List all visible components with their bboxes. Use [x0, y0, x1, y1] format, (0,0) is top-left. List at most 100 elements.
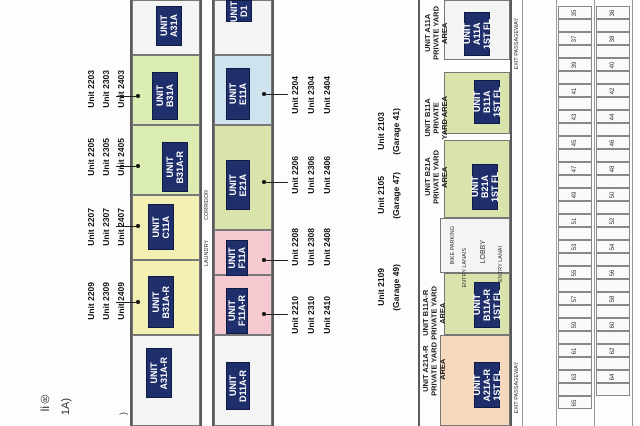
unit-list-2208-line-2: Unit 2308: [306, 228, 316, 266]
unit-e21a-box[interactable]: UNIT E21A: [226, 160, 250, 210]
unit-a31a-box[interactable]: UNIT A31A: [156, 6, 182, 46]
unit-b11a-r-box[interactable]: UNIT B11A-R 1ST FL: [472, 282, 502, 328]
parking-stall: [558, 201, 592, 214]
parking-stall: [558, 279, 592, 292]
parking-stall: 65: [558, 396, 592, 409]
unit-list-2203-line-3: Unit 2403: [116, 70, 126, 108]
room: [214, 0, 272, 55]
parking-stall-number: 50: [610, 191, 616, 198]
unit-list-2105-line-1: Unit 2105: [376, 176, 386, 214]
parking-stall: 54: [596, 240, 630, 253]
unit-d1-box[interactable]: UNIT D1: [226, 0, 252, 22]
unit-list-2205-line-2: Unit 2305: [101, 138, 111, 176]
unit-list-2109-line-1: Unit 2109: [376, 268, 386, 306]
unit-list-2203-line-2: Unit 2303: [101, 70, 111, 108]
parking-stall: [558, 45, 592, 58]
unit-a21a-r-box[interactable]: UNIT A21A-R 1ST FL: [472, 362, 502, 408]
leader-line: [266, 94, 288, 95]
parking-stall: [596, 227, 630, 240]
unit-b31a-box[interactable]: UNIT B31A: [152, 72, 178, 120]
unit-list-2204-line-2: Unit 2304: [306, 76, 316, 114]
parking-stall: [558, 123, 592, 136]
b11a-r-yard-label: UNIT B11A-R PRIVATE YARD AREA: [421, 286, 447, 340]
parking-stall: 40: [596, 58, 630, 71]
parking-stall: [596, 45, 630, 58]
wall: [272, 0, 274, 426]
unit-f11a-box[interactable]: UNIT F11A: [226, 240, 248, 276]
wall: [212, 0, 214, 426]
parking-stall-number: 48: [610, 165, 616, 172]
parking-stall: 60: [596, 318, 630, 331]
parking-stall-number: 62: [610, 347, 616, 354]
parking-stall: 44: [596, 110, 630, 123]
grid-line: [522, 0, 523, 426]
unit-e11a-box[interactable]: UNIT E11A: [226, 68, 250, 120]
unit-list-2206-line-1: Unit 2206: [290, 156, 300, 194]
a21a-r-yard-label: UNIT A21A-R PRIVATE YARD AREA: [421, 342, 447, 396]
unit-marker-dot: [262, 258, 266, 262]
leader-line: [116, 302, 136, 303]
parking-stall-number: 53: [572, 243, 578, 250]
parking-stall-number: 54: [610, 243, 616, 250]
unit-marker-dot: [136, 300, 140, 304]
unit-b21a-box[interactable]: UNIT B21A 1ST FL: [470, 164, 500, 210]
parking-stall: 50: [596, 188, 630, 201]
unit-list-2103-line-1: Unit 2103: [376, 112, 386, 150]
parking-stall-number: 63: [572, 373, 578, 380]
parking-stall: 46: [596, 136, 630, 149]
parking-stall-number: 59: [572, 321, 578, 328]
parking-stall: 35: [558, 6, 592, 19]
parking-stall: [596, 331, 630, 344]
parking-stall-number: 55: [572, 269, 578, 276]
ground-floor-plan: UNIT A11A 1ST FL UNIT B11A 1ST FL UNIT B…: [410, 0, 640, 426]
unit-b31a-r-top-box[interactable]: UNIT B31A-R: [162, 142, 188, 192]
unit-marker-dot: [136, 94, 140, 98]
unit-marker-dot: [262, 92, 266, 96]
parking-stall: 49: [558, 188, 592, 201]
parking-stall: [596, 71, 630, 84]
unit-list-2207-line-2: Unit 2307: [101, 208, 111, 246]
parking-stall-number: 57: [572, 295, 578, 302]
leader-line: [116, 96, 136, 97]
parking-stall: 43: [558, 110, 592, 123]
leader-line: [116, 166, 136, 167]
unit-d11a-r-box[interactable]: UNIT D11A-R: [226, 362, 250, 410]
entry-lanais-label: ENTRY LANAIS: [462, 248, 468, 288]
unit-b11a-box[interactable]: UNIT B11A 1ST FL: [472, 80, 502, 124]
grid-line: [556, 0, 557, 426]
exit-passageway-bottom-label: EXIT PASSAGEWAY: [514, 362, 520, 414]
parking-stall: [596, 149, 630, 162]
parking-stall: 59: [558, 318, 592, 331]
parking-stall-number: 39: [572, 61, 578, 68]
unit-marker-dot: [136, 164, 140, 168]
parking-stall-number: 38: [610, 35, 616, 42]
bike-parking-label: BIKE PARKING: [450, 226, 456, 265]
unit-list-2210-line-1: Unit 2210: [290, 296, 300, 334]
parking-stall: 38: [596, 32, 630, 45]
parking-stall: [558, 71, 592, 84]
wall: [418, 0, 420, 426]
parking-stall-number: 43: [572, 113, 578, 120]
document-title-fragment: li®: [38, 392, 52, 412]
unit-b31a-r-box[interactable]: UNIT B31A-R: [148, 276, 174, 328]
unit-list-2207-line-1: Unit 2207: [86, 208, 96, 246]
unit-c11a-box[interactable]: UNIT C11A: [148, 204, 174, 250]
unit-list-2204-line-1: Unit 2204: [290, 76, 300, 114]
parking-stall: [558, 331, 592, 344]
wall: [200, 0, 202, 426]
unit-a11a-box[interactable]: UNIT A11A 1ST FL: [462, 12, 492, 56]
b11a-yard-label: UNIT B11A PRIVATE YARD AREA: [423, 96, 449, 140]
unit-list-2208-line-3: Unit 2408: [322, 228, 332, 266]
parking-stall: 39: [558, 58, 592, 71]
parking-stall: 37: [558, 32, 592, 45]
leader-line: [266, 260, 288, 261]
unit-a31a-r-box[interactable]: UNIT A31A-R: [146, 348, 172, 398]
parking-stall-number: 58: [610, 295, 616, 302]
unit-list-2205-line-1: Unit 2205: [86, 138, 96, 176]
unit-f11a-r-box[interactable]: UNIT F11A-R: [226, 288, 248, 334]
parking-stall-number: 42: [610, 87, 616, 94]
parking-stall-number: 44: [610, 113, 616, 120]
unit-list-2209-line-2: Unit 2309: [101, 282, 111, 320]
leader-line: [266, 182, 288, 183]
